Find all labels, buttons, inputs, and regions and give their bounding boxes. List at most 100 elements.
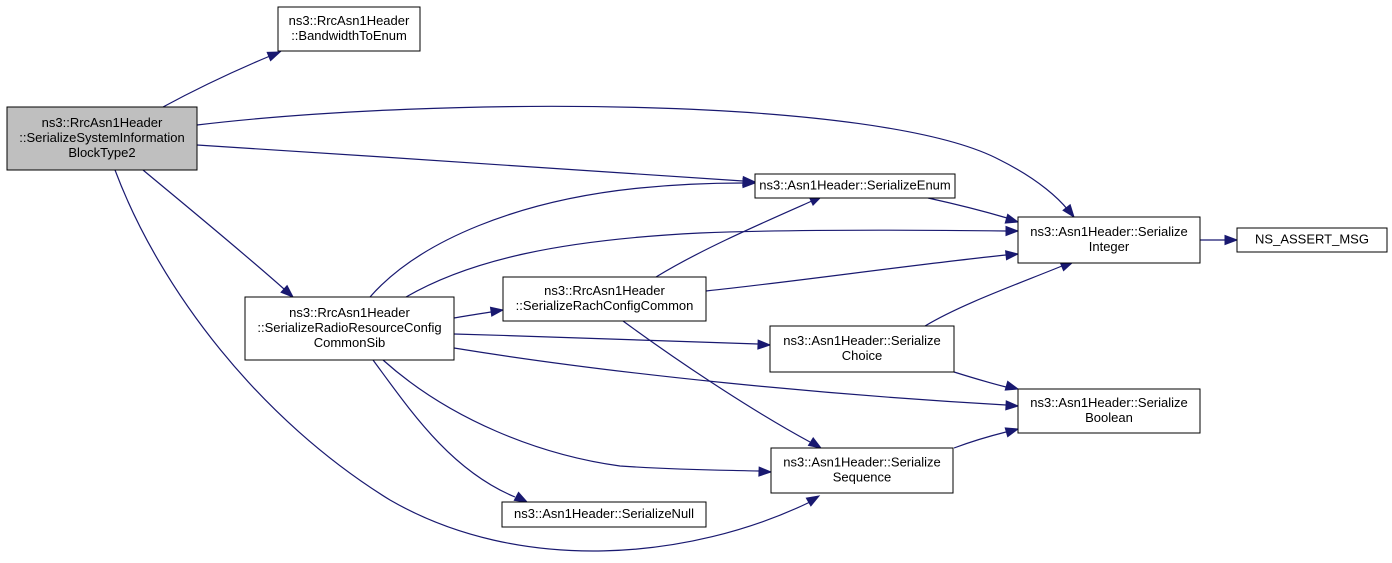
edge-line [453, 347, 1007, 406]
edge-root-to-seq [114, 169, 821, 552]
edge-root-to-int [196, 105, 1075, 219]
node-label-line: Integer [1089, 239, 1130, 254]
node-label-line: ::SerializeRachConfigCommon [516, 298, 694, 313]
node-assert[interactable]: NS_ASSERT_MSG [1236, 227, 1388, 253]
edge-int-to-assert [1200, 234, 1239, 246]
arrowhead-icon [489, 306, 505, 317]
node-box [1017, 216, 1201, 264]
arrowhead-icon [742, 177, 757, 189]
node-box [502, 276, 707, 322]
node-label-line: ::BandwidthToEnum [291, 28, 407, 43]
edge-enum-to-int [927, 197, 1020, 224]
nodes-layer: ns3::RrcAsn1Header::SerializeSystemInfor… [6, 6, 1388, 528]
node-label-line: ns3::Asn1Header::SerializeNull [514, 506, 694, 521]
arrowhead-icon [266, 51, 282, 62]
node-rrc[interactable]: ns3::RrcAsn1Header::SerializeRadioResour… [244, 296, 455, 361]
node-label-line: ::SerializeRadioResourceConfig [257, 320, 441, 335]
node-box [1236, 227, 1388, 253]
node-label-line: BlockType2 [68, 145, 135, 160]
node-box [277, 6, 421, 52]
node-box [244, 296, 455, 361]
arrowhead-icon [1005, 250, 1020, 261]
arrowhead-icon [1005, 225, 1020, 237]
arrowhead-icon [805, 495, 821, 507]
edge-line [924, 265, 1063, 327]
node-box [6, 106, 198, 171]
edge-rrc-to-rach [453, 306, 505, 319]
node-label-line: ns3::RrcAsn1Header [289, 13, 410, 28]
edge-rrc-to-choice [453, 333, 772, 350]
node-label-line: NS_ASSERT_MSG [1255, 232, 1369, 247]
node-label-line: ns3::Asn1Header::Serialize [783, 455, 941, 470]
node-label-line: Boolean [1085, 410, 1133, 425]
edge-line [705, 254, 1007, 292]
edge-line [453, 333, 759, 345]
edge-rrc-to-int [405, 225, 1020, 298]
node-box [770, 447, 954, 494]
arrowhead-icon [1062, 203, 1075, 219]
arrowhead-icon [758, 466, 773, 477]
edge-line [927, 197, 1008, 219]
edge-line [196, 105, 1069, 211]
arrowhead-icon [1005, 400, 1020, 411]
node-label-line: ns3::RrcAsn1Header [289, 305, 410, 320]
edges-layer [114, 51, 1239, 552]
node-enum[interactable]: ns3::Asn1Header::SerializeEnum [754, 173, 956, 199]
edge-root-to-bw [162, 51, 282, 108]
edge-line [453, 311, 492, 319]
edge-root-to-enum [196, 144, 757, 187]
edge-line [382, 359, 760, 472]
arrowhead-icon [807, 436, 823, 449]
node-label-line: ::SerializeSystemInformation [19, 130, 184, 145]
edge-rrc-to-null [372, 359, 529, 503]
node-label-line: ns3::Asn1Header::SerializeEnum [759, 178, 951, 193]
node-box [754, 173, 956, 199]
node-box [769, 325, 955, 373]
edge-line [953, 371, 1007, 388]
edge-line [953, 431, 1007, 449]
node-label-line: ns3::RrcAsn1Header [544, 283, 665, 298]
edge-line [405, 229, 1007, 298]
edge-line [622, 320, 811, 443]
edge-rach-to-int [705, 250, 1020, 292]
edge-choice-to-int [924, 261, 1075, 327]
node-bw[interactable]: ns3::RrcAsn1Header::BandwidthToEnum [277, 6, 421, 52]
arrowhead-icon [1004, 427, 1020, 438]
edge-choice-to-bool [953, 371, 1020, 391]
edge-line [114, 169, 811, 552]
edge-line [162, 55, 271, 108]
node-label-line: ns3::Asn1Header::Serialize [783, 333, 941, 348]
edge-line [655, 200, 813, 278]
edge-line [196, 144, 744, 182]
edge-line [372, 359, 516, 498]
node-label-line: ns3::Asn1Header::Serialize [1030, 395, 1188, 410]
node-box [501, 501, 707, 528]
arrowhead-icon [1004, 213, 1020, 224]
node-box [1017, 388, 1201, 434]
edge-rrc-to-enum [369, 177, 757, 298]
node-label-line: ns3::RrcAsn1Header [42, 115, 163, 130]
arrowhead-icon [757, 339, 772, 350]
edge-rrc-to-bool [453, 347, 1020, 411]
node-label-line: CommonSib [314, 335, 386, 350]
node-null[interactable]: ns3::Asn1Header::SerializeNull [501, 501, 707, 528]
node-rach[interactable]: ns3::RrcAsn1Header::SerializeRachConfigC… [502, 276, 707, 322]
edge-seq-to-bool [953, 427, 1020, 449]
edge-line [142, 169, 285, 290]
arrowhead-icon [513, 491, 529, 503]
node-label-line: Sequence [833, 470, 892, 485]
node-label-line: Choice [842, 348, 882, 363]
edge-rach-to-seq [622, 320, 823, 449]
arrowhead-icon [1004, 380, 1020, 391]
node-label-line: ns3::Asn1Header::Serialize [1030, 224, 1188, 239]
edge-rrc-to-seq [382, 359, 773, 477]
arrowhead-icon [1224, 234, 1239, 246]
arrowhead-icon [280, 284, 295, 298]
edge-root-to-rrc [142, 169, 295, 298]
node-root[interactable]: ns3::RrcAsn1Header::SerializeSystemInfor… [6, 106, 198, 171]
